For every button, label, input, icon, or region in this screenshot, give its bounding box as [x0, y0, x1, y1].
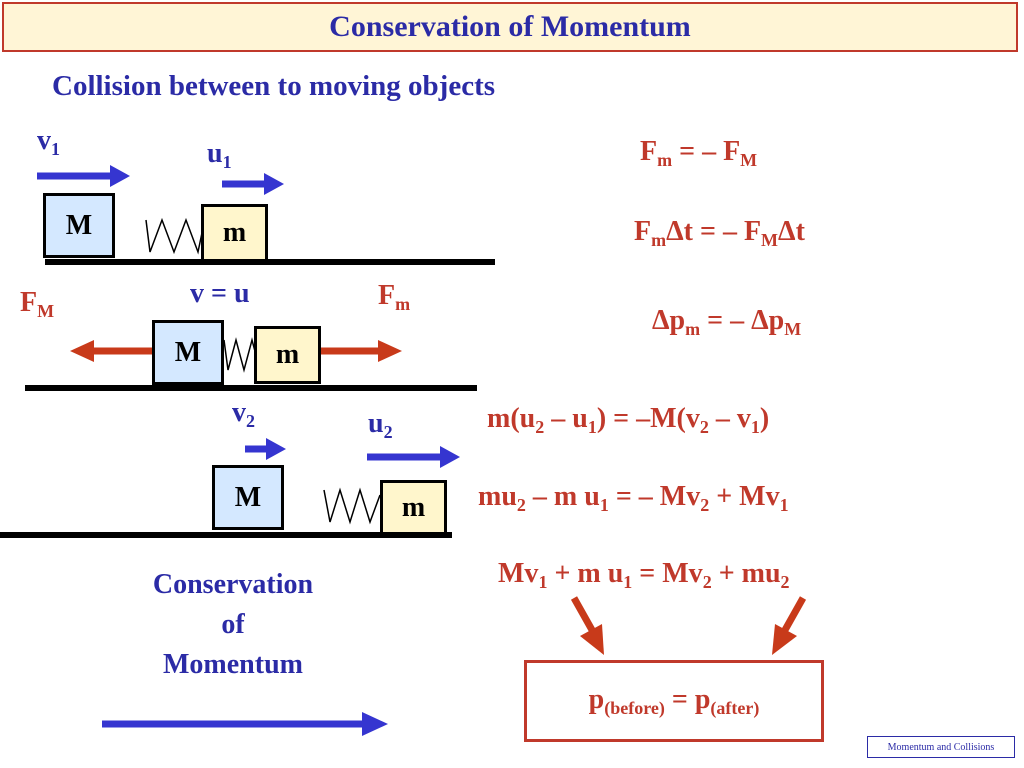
scene1-u-arrow [222, 173, 284, 195]
scene3-block-big: M [212, 465, 284, 530]
result-equation: p(before) = p(after) [588, 683, 760, 718]
equation-4: m(u2 – u1) = –M(v2 – v1) [487, 403, 770, 437]
scene2-block-small: m [254, 326, 321, 384]
scene2-fm-arrow [321, 340, 402, 362]
footer-label: Momentum and Collisions [867, 736, 1015, 758]
equation-5: mu2 – m u1 = – Mv2 + Mv1 [478, 481, 789, 515]
scene3-block-small: m [380, 480, 447, 535]
conclusion-line-2: of [221, 609, 245, 640]
right-down-arrow [772, 596, 807, 655]
slide-title: Conservation of Momentum [329, 10, 691, 43]
scene3-u-arrow [367, 446, 460, 468]
conclusion-line-3: Momentum [163, 649, 303, 680]
scene2-vu-label: v = u [190, 278, 250, 309]
scene2-fM-arrow [70, 340, 153, 362]
equation-6: Mv1 + m u1 = Mv2 + mu2 [498, 558, 790, 592]
equation-3: Δpm = – ΔpM [652, 305, 802, 339]
equation-1: Fm = – FM [640, 136, 758, 170]
equation-2: FmΔt = – FMΔt [634, 216, 805, 250]
scene1-spring [145, 217, 204, 255]
scene1-u-label: u1 [207, 138, 232, 172]
conclusion-text: Conservation of Momentum [118, 565, 348, 685]
scene3-v-arrow [245, 438, 286, 460]
scene2-spring [223, 337, 257, 373]
scene3-u-label: u2 [368, 408, 393, 442]
scene1-v-label: v1 [37, 125, 60, 159]
scene3-v-label: v2 [232, 397, 255, 431]
scene2-fm-label: Fm [378, 280, 411, 314]
scene1-ground [45, 259, 495, 265]
scene1-block-big: M [43, 193, 115, 258]
scene2-ground [25, 385, 477, 391]
scene2-fM-label: FM [20, 287, 55, 321]
scene3-ground [0, 532, 452, 538]
title-bar: Conservation of Momentum [2, 2, 1018, 52]
conclusion-line-1: Conservation [152, 569, 314, 600]
scene3-spring [323, 487, 381, 525]
result-box: p(before) = p(after) [524, 660, 824, 742]
subtitle: Collision between to moving objects [52, 70, 496, 102]
scene2-block-big: M [152, 320, 224, 385]
scene1-v-arrow [37, 165, 130, 187]
left-down-arrow [570, 596, 604, 655]
